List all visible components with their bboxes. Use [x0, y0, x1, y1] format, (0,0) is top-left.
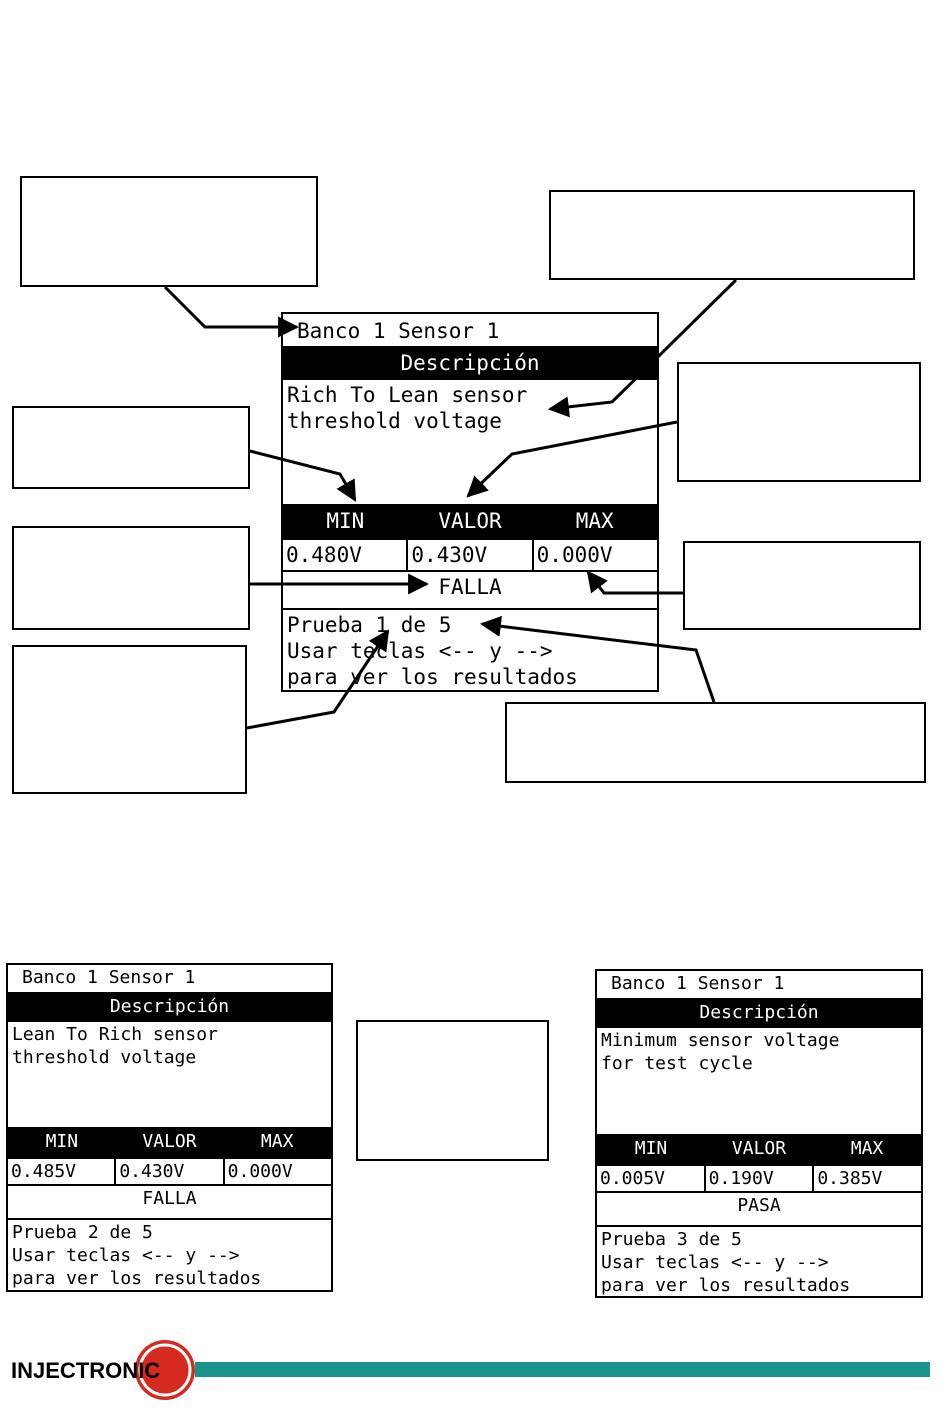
value-min: 0.005V — [597, 1166, 706, 1191]
logo-text: INJECTRONIC — [11, 1358, 161, 1383]
callout-valor-box — [677, 362, 921, 482]
description-line-1: Rich To Lean sensor — [287, 383, 528, 407]
callout-min-box — [12, 406, 250, 489]
footer-line-1: Prueba 2 de 5 — [12, 1222, 153, 1243]
screen-title: Banco 1 Sensor 1 — [22, 967, 196, 988]
value-valor: 0.430V — [408, 540, 534, 570]
description-header: Descripción — [283, 346, 657, 380]
callout-navigation-box — [505, 702, 926, 783]
column-headers: MIN VALOR MAX — [597, 1134, 921, 1164]
scanner-screen-2: Banco 1 Sensor 1 Descripción Lean To Ric… — [6, 963, 333, 1292]
value-cells: 0.480V 0.430V 0.000V — [283, 538, 657, 572]
description-line-1: Lean To Rich sensor — [12, 1024, 218, 1045]
footer-line-1: Prueba 3 de 5 — [601, 1229, 742, 1250]
footer-line-3: para ver los resultados — [287, 665, 578, 689]
col-min: MIN — [634, 1138, 668, 1159]
main-scanner-screen: Banco 1 Sensor 1 Descripción Rich To Lea… — [281, 312, 659, 692]
column-headers: MIN VALOR MAX — [283, 504, 657, 538]
description-header: Descripción — [597, 998, 921, 1028]
footer-line-3: para ver los resultados — [601, 1275, 851, 1296]
status-text: FALLA — [8, 1186, 331, 1220]
callout-title-box — [20, 176, 318, 287]
footer-line-2: Usar teclas <-- y --> — [601, 1252, 829, 1273]
col-valor: VALOR — [142, 1131, 197, 1152]
col-valor: VALOR — [731, 1138, 787, 1159]
scanner-screen-3: Banco 1 Sensor 1 Descripción Minimum sen… — [595, 969, 923, 1298]
callout-status-box — [12, 526, 250, 630]
col-max: MAX — [850, 1138, 884, 1159]
value-cells: 0.485V 0.430V 0.000V — [8, 1157, 331, 1186]
logo-circle-icon — [135, 1340, 195, 1400]
col-min: MIN — [326, 509, 365, 533]
value-min: 0.485V — [8, 1159, 117, 1184]
status-text: PASA — [597, 1193, 921, 1227]
col-min: MIN — [45, 1131, 79, 1152]
description-line-2: threshold voltage — [12, 1047, 197, 1068]
callout-description-box — [549, 190, 915, 280]
description-line-2: for test cycle — [601, 1053, 753, 1074]
footer-line-1: Prueba 1 de 5 — [287, 613, 452, 637]
description-line-1: Minimum sensor voltage — [601, 1030, 840, 1051]
value-cells: 0.005V 0.190V 0.385V — [597, 1164, 921, 1193]
value-max: 0.000V — [227, 1161, 293, 1182]
value-valor: 0.430V — [116, 1159, 225, 1184]
brand-bar — [195, 1362, 930, 1377]
screen-title: Banco 1 Sensor 1 — [611, 973, 785, 994]
col-valor: VALOR — [438, 509, 502, 533]
value-valor: 0.190V — [706, 1166, 815, 1191]
value-max: 0.385V — [817, 1168, 883, 1189]
col-max: MAX — [575, 509, 614, 533]
callout-max-box — [683, 541, 921, 630]
injectronic-logo: INJECTRONIC — [5, 1338, 200, 1402]
footer-line-2: Usar teclas <-- y --> — [287, 639, 553, 663]
callout-middle-box — [356, 1020, 549, 1161]
callout-test-number-box — [12, 645, 247, 794]
status-text: FALLA — [283, 572, 657, 610]
value-min: 0.480V — [283, 540, 409, 570]
screen-title: Banco 1 Sensor 1 — [297, 319, 500, 343]
description-line-2: threshold voltage — [287, 409, 502, 433]
footer-line-3: para ver los resultados — [12, 1268, 262, 1289]
col-max: MAX — [260, 1131, 294, 1152]
arrow-title — [163, 285, 300, 338]
footer-line-2: Usar teclas <-- y --> — [12, 1245, 240, 1266]
value-max: 0.000V — [536, 543, 613, 567]
column-headers: MIN VALOR MAX — [8, 1127, 331, 1157]
description-header: Descripción — [8, 992, 331, 1022]
